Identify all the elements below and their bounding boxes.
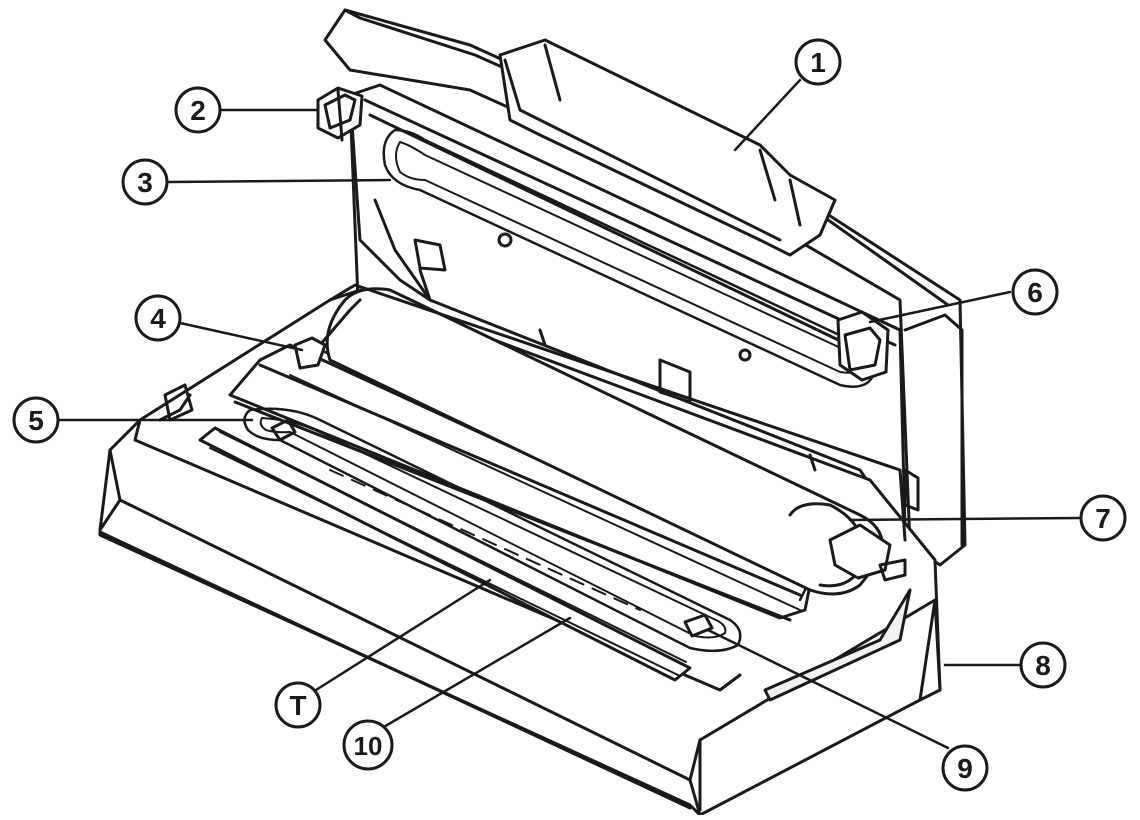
lid-latch-left (316, 86, 364, 142)
callout-9-label: 9 (957, 753, 973, 784)
callout-5-label: 5 (28, 405, 44, 436)
callout-10-label: 10 (354, 731, 383, 761)
locator-clip (293, 336, 327, 370)
callout-1-label: 1 (810, 47, 826, 78)
callout-4-label: 4 (150, 303, 166, 334)
callout-5: 5 (12, 396, 60, 444)
lid-latch-right (836, 310, 890, 382)
callout-t: T (274, 681, 322, 729)
base-body (98, 283, 942, 817)
callout-7-label: 7 (1095, 503, 1111, 534)
callout-t-label: T (289, 690, 306, 721)
callout-3-label: 3 (137, 167, 153, 198)
callout-4: 4 (134, 294, 182, 342)
lower-gasket (243, 407, 742, 653)
callout-2-label: 2 (190, 95, 206, 126)
callout-7: 7 (1079, 494, 1127, 542)
lid (316, 8, 967, 567)
lid-handle (498, 38, 837, 257)
callout-3: 3 (121, 158, 169, 206)
callout-6: 6 (1011, 268, 1059, 316)
callout-6-label: 6 (1027, 277, 1043, 308)
callout-8: 8 (1019, 641, 1067, 689)
leader-lines (56, 78, 1082, 750)
callout-1: 1 (794, 38, 842, 86)
callout-9: 9 (941, 744, 989, 792)
callout-10: 10 (342, 719, 394, 771)
callout-2: 2 (174, 86, 222, 134)
callout-8-label: 8 (1035, 650, 1051, 681)
